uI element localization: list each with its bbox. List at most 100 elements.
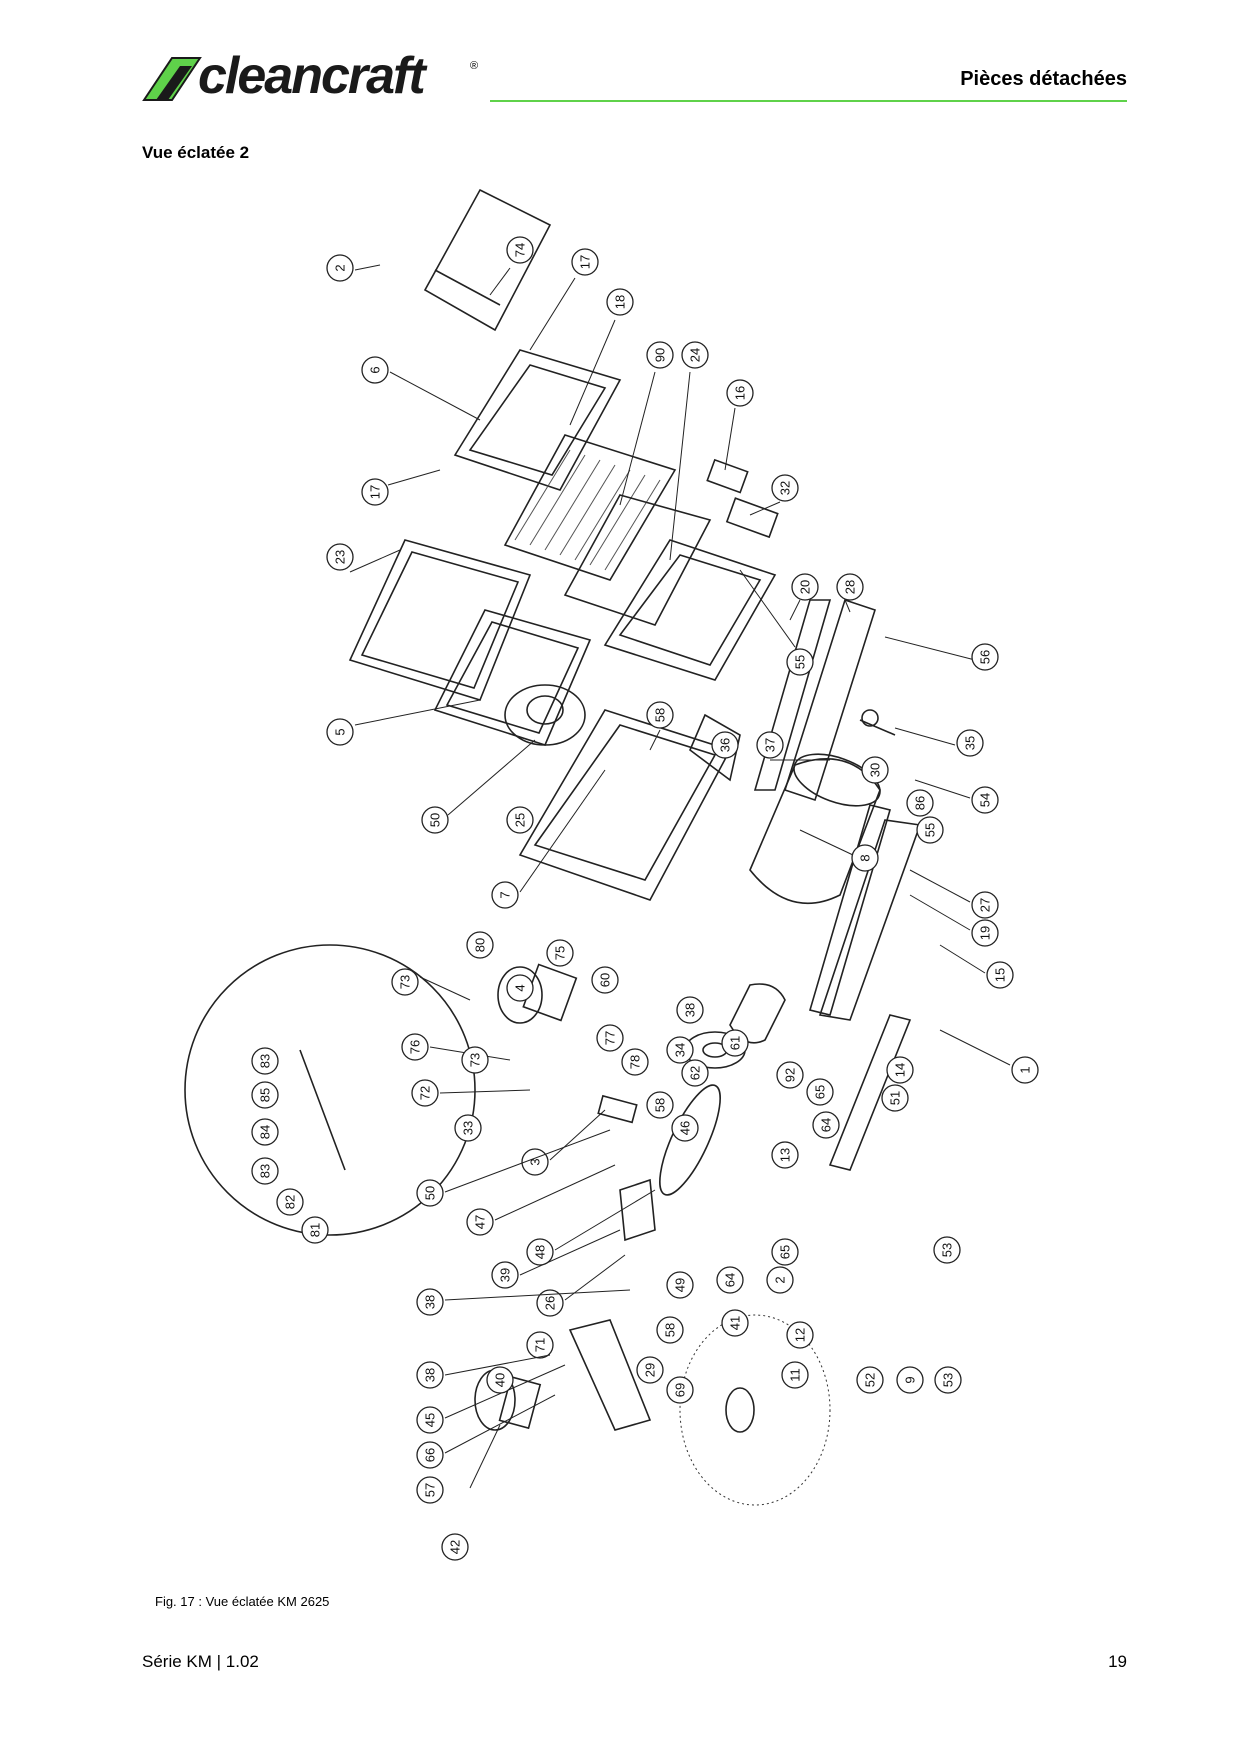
callout-number: 58	[653, 708, 668, 722]
callout-leader	[844, 599, 851, 613]
callout-36: 36	[711, 731, 739, 761]
callout-leader	[447, 739, 536, 816]
callout-bubble	[681, 1059, 709, 1087]
callout-bubble	[606, 288, 634, 316]
callout-leader	[799, 829, 854, 856]
callout-number: 9	[903, 1376, 918, 1383]
callout-number: 66	[423, 1448, 438, 1462]
callout-bubble	[416, 1361, 444, 1389]
callout-number: 38	[423, 1368, 438, 1382]
callout-leader	[419, 976, 471, 1001]
callout-number: 57	[423, 1483, 438, 1497]
callout-3: 3	[521, 1109, 606, 1176]
callout-41: 41	[721, 1309, 749, 1337]
callout-number: 37	[763, 738, 778, 752]
callout-77: 77	[596, 1024, 624, 1052]
callout-bubble	[1011, 1056, 1039, 1084]
callout-number: 50	[428, 813, 443, 827]
callout-leader	[749, 501, 781, 516]
callout-bubble	[506, 236, 534, 264]
callout-bubble	[596, 1024, 624, 1052]
callout-bubble	[716, 1266, 744, 1294]
callout-leader	[939, 944, 986, 974]
callout-bubble	[416, 1179, 444, 1207]
callout-bubble	[971, 891, 999, 919]
callout-bubble	[526, 1238, 554, 1266]
callout-number: 71	[533, 1338, 548, 1352]
callout-bubble	[726, 379, 754, 407]
callout-83: 83	[251, 1157, 279, 1185]
callout-bubble	[771, 474, 799, 502]
callout-number: 62	[688, 1066, 703, 1080]
callout-64: 64	[812, 1111, 840, 1139]
callout-bubble	[881, 1084, 909, 1112]
callout-71: 71	[526, 1331, 554, 1359]
callout-bubble	[454, 1114, 482, 1142]
callout-bubble	[526, 1331, 554, 1359]
callout-number: 12	[793, 1328, 808, 1342]
callout-bubble	[491, 881, 519, 909]
callout-bubble	[491, 1261, 519, 1289]
callout-number: 48	[533, 1245, 548, 1259]
callout-number: 2	[333, 264, 348, 271]
callout-26: 26	[536, 1254, 626, 1317]
callout-29: 29	[636, 1356, 664, 1384]
callout-bubble	[786, 648, 814, 676]
callout-bubble	[276, 1188, 304, 1216]
callout-82: 82	[276, 1188, 304, 1216]
callout-bubble	[441, 1533, 469, 1561]
callout-60: 60	[591, 966, 619, 994]
callout-14: 14	[886, 1056, 914, 1084]
callout-number: 85	[258, 1088, 273, 1102]
callout-34: 34	[666, 1036, 694, 1064]
callout-leader	[444, 1289, 631, 1301]
part-drawings	[184, 188, 922, 1506]
callout-number: 53	[940, 1243, 955, 1257]
callout-78: 78	[621, 1048, 649, 1076]
callout-bubble	[666, 1376, 694, 1404]
brand-name: cleancraft	[198, 47, 426, 105]
callout-65: 65	[806, 1078, 834, 1106]
callout-leader	[387, 469, 441, 486]
callout-leader	[549, 1109, 606, 1161]
callout-number: 20	[798, 580, 813, 594]
callout-bubble	[756, 731, 784, 759]
callout-leader	[444, 1394, 556, 1454]
callout-number: 36	[718, 738, 733, 752]
callout-bubble	[421, 806, 449, 834]
callout-number: 40	[493, 1373, 508, 1387]
callout-bubble	[646, 341, 674, 369]
callout-bubble	[621, 1048, 649, 1076]
callout-38: 38	[416, 1288, 631, 1316]
callout-leader	[554, 1189, 656, 1251]
callout-bubble	[956, 729, 984, 757]
callout-39: 39	[491, 1229, 621, 1289]
callout-number: 45	[423, 1413, 438, 1427]
callout-bubble	[861, 756, 889, 784]
callout-bubble	[671, 1114, 699, 1142]
callout-number: 73	[468, 1053, 483, 1067]
callout-bubble	[571, 248, 599, 276]
callout-bubble	[766, 1266, 794, 1294]
callout-leader	[529, 277, 576, 351]
callout-46: 46	[671, 1114, 699, 1142]
callout-51: 51	[881, 1084, 909, 1112]
callout-40: 40	[444, 1364, 566, 1419]
callout-bubble	[806, 1078, 834, 1106]
callout-15: 15	[939, 944, 1014, 989]
callout-6: 6	[361, 356, 481, 421]
callout-leader	[389, 371, 481, 421]
callout-bubble	[771, 1141, 799, 1169]
callout-bubble	[251, 1118, 279, 1146]
callout-number: 56	[978, 650, 993, 664]
callout-bubble	[646, 701, 674, 729]
callout-bubble	[546, 939, 574, 967]
callout-number: 4	[513, 984, 528, 991]
callout-72: 72	[411, 1079, 531, 1107]
callout-80: 80	[466, 931, 494, 959]
callout-bubble	[416, 1406, 444, 1434]
callout-number: 2	[773, 1276, 788, 1283]
callout-81: 81	[301, 1216, 329, 1244]
callout-number: 17	[578, 255, 593, 269]
callout-bubble	[506, 974, 534, 1002]
